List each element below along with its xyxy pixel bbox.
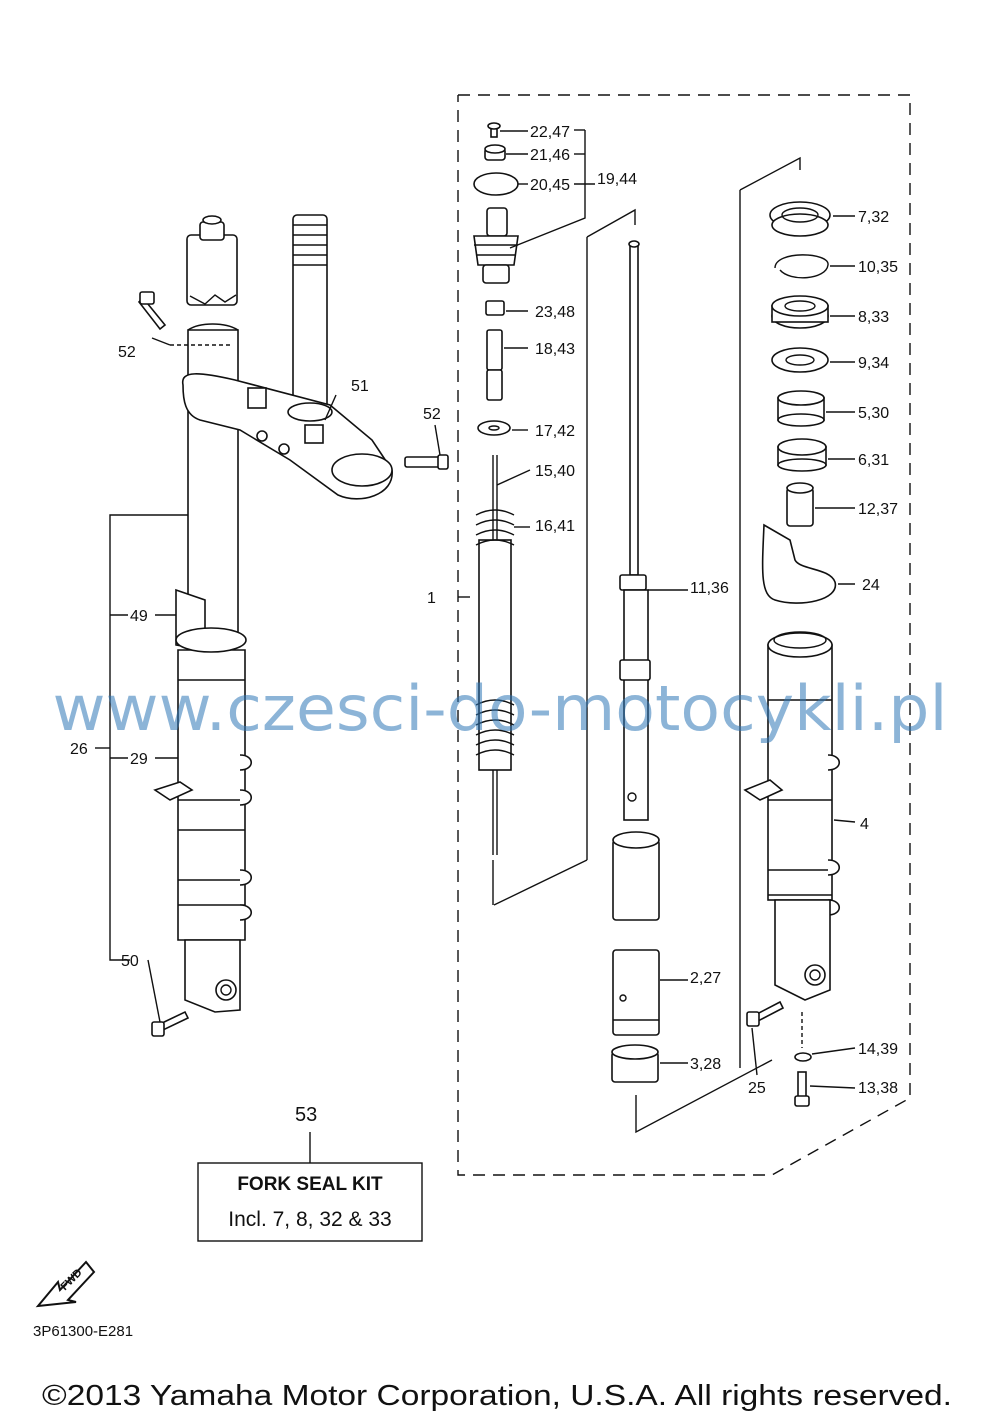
label-2-27: 2,27 [690, 970, 721, 987]
fork-seal-kit-subtitle: Incl. 7, 8, 32 & 33 [228, 1208, 391, 1231]
outer-tube-parts [739, 156, 856, 1107]
damper-rod [493, 208, 773, 1134]
label-4: 4 [860, 816, 869, 833]
watermark: www.czesci-do-motocykli.pl [53, 672, 948, 745]
label-13-38: 13,38 [858, 1080, 898, 1097]
label-3-28: 3,28 [690, 1056, 721, 1073]
label-53: 53 [295, 1104, 317, 1126]
label-10-35: 10,35 [858, 259, 898, 276]
label-18-43: 18,43 [535, 341, 575, 358]
diagram-code: 3P61300-E281 [33, 1323, 133, 1340]
label-1: 1 [427, 590, 436, 607]
assembled-fork [95, 214, 449, 1037]
label-16-41: 16,41 [535, 518, 575, 535]
label-15-40: 15,40 [535, 463, 575, 480]
label-9-34: 9,34 [858, 355, 889, 372]
label-50: 50 [121, 953, 139, 970]
fork-seal-kit-title: FORK SEAL KIT [237, 1174, 383, 1195]
label-52-right: 52 [423, 406, 441, 423]
label-26: 26 [70, 741, 88, 758]
fwd-arrow-icon: FWD [35, 1260, 96, 1308]
label-23-48: 23,48 [535, 304, 575, 321]
label-49: 49 [130, 608, 148, 625]
label-20-45: 20,45 [530, 177, 570, 194]
label-21-46: 21,46 [530, 147, 570, 164]
label-24: 24 [862, 577, 880, 594]
label-25: 25 [748, 1080, 766, 1097]
label-8-33: 8,33 [858, 309, 889, 326]
label-52-left: 52 [118, 344, 136, 361]
label-29: 29 [130, 751, 148, 768]
label-51: 51 [351, 378, 369, 395]
label-22-47: 22,47 [530, 124, 570, 141]
copyright: ©2013 Yamaha Motor Corporation, U.S.A. A… [42, 1380, 952, 1412]
label-5-30: 5,30 [858, 405, 889, 422]
dashed-group-outline [457, 94, 911, 1176]
label-6-31: 6,31 [858, 452, 889, 469]
label-7-32: 7,32 [858, 209, 889, 226]
label-17-42: 17,42 [535, 423, 575, 440]
fork-seal-kit-box [197, 1162, 423, 1242]
label-11-36: 11,36 [690, 580, 729, 597]
cap-bolt-stack [458, 122, 595, 905]
label-14-39: 14,39 [858, 1041, 898, 1058]
label-19-44: 19,44 [597, 171, 637, 188]
label-12-37: 12,37 [858, 501, 898, 518]
